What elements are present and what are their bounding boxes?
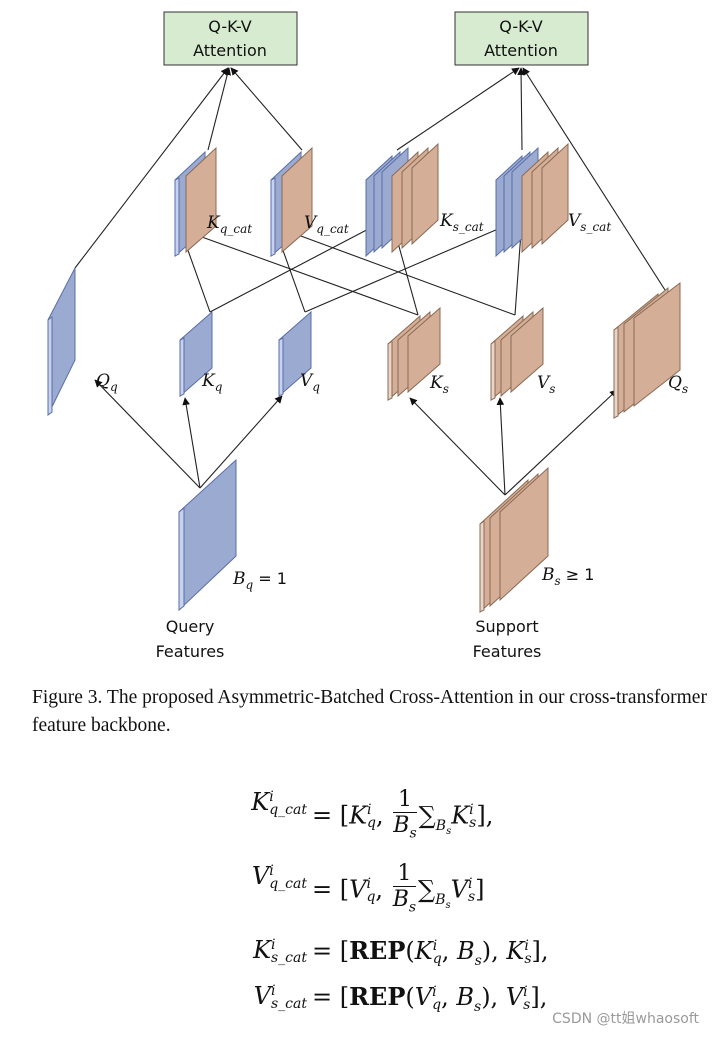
connection-arrows: [74, 67, 666, 496]
label-bq: Bq = 1: [232, 569, 287, 592]
label-qs: Qs: [668, 373, 688, 396]
support-features-line1: Support: [475, 617, 538, 636]
attention-left-line1: Q-K-V: [208, 17, 251, 36]
label-vs-cat: Vs_cat: [568, 211, 611, 234]
query-plates: [47, 267, 312, 612]
label-vq-cat: Vq_cat: [304, 213, 349, 236]
cross-attention-diagram: Q-K-V Attention Q-K-V Attention: [47, 11, 688, 661]
attention-box-left: Q-K-V Attention: [163, 11, 298, 66]
query-features-line1: Query: [166, 617, 215, 636]
label-ks: Ks: [429, 373, 449, 396]
label-vs: Vs: [537, 373, 555, 396]
label-ks-cat: Ks_cat: [439, 211, 484, 234]
attention-right-line2: Attention: [484, 41, 558, 60]
watermark: CSDN @tt姐whaosoft: [552, 1011, 699, 1027]
figure-caption: Figure 3. The proposed Asymmetric-Batche…: [32, 687, 707, 736]
attention-left-line2: Attention: [193, 41, 267, 60]
concat-plates: [174, 142, 569, 258]
label-qq: Qq: [96, 371, 118, 394]
query-features-line2: Features: [156, 642, 225, 661]
support-features-line2: Features: [473, 642, 542, 661]
support-plates: [387, 281, 681, 614]
label-kq-cat: Kq_cat: [206, 213, 252, 236]
attention-box-right: Q-K-V Attention: [454, 11, 589, 66]
label-kq: Kq: [201, 371, 223, 394]
attention-right-line1: Q-K-V: [499, 17, 542, 36]
label-bs: Bs ≥ 1: [541, 565, 594, 588]
bq-plate: [178, 458, 237, 612]
label-vq: Vq: [300, 371, 320, 394]
